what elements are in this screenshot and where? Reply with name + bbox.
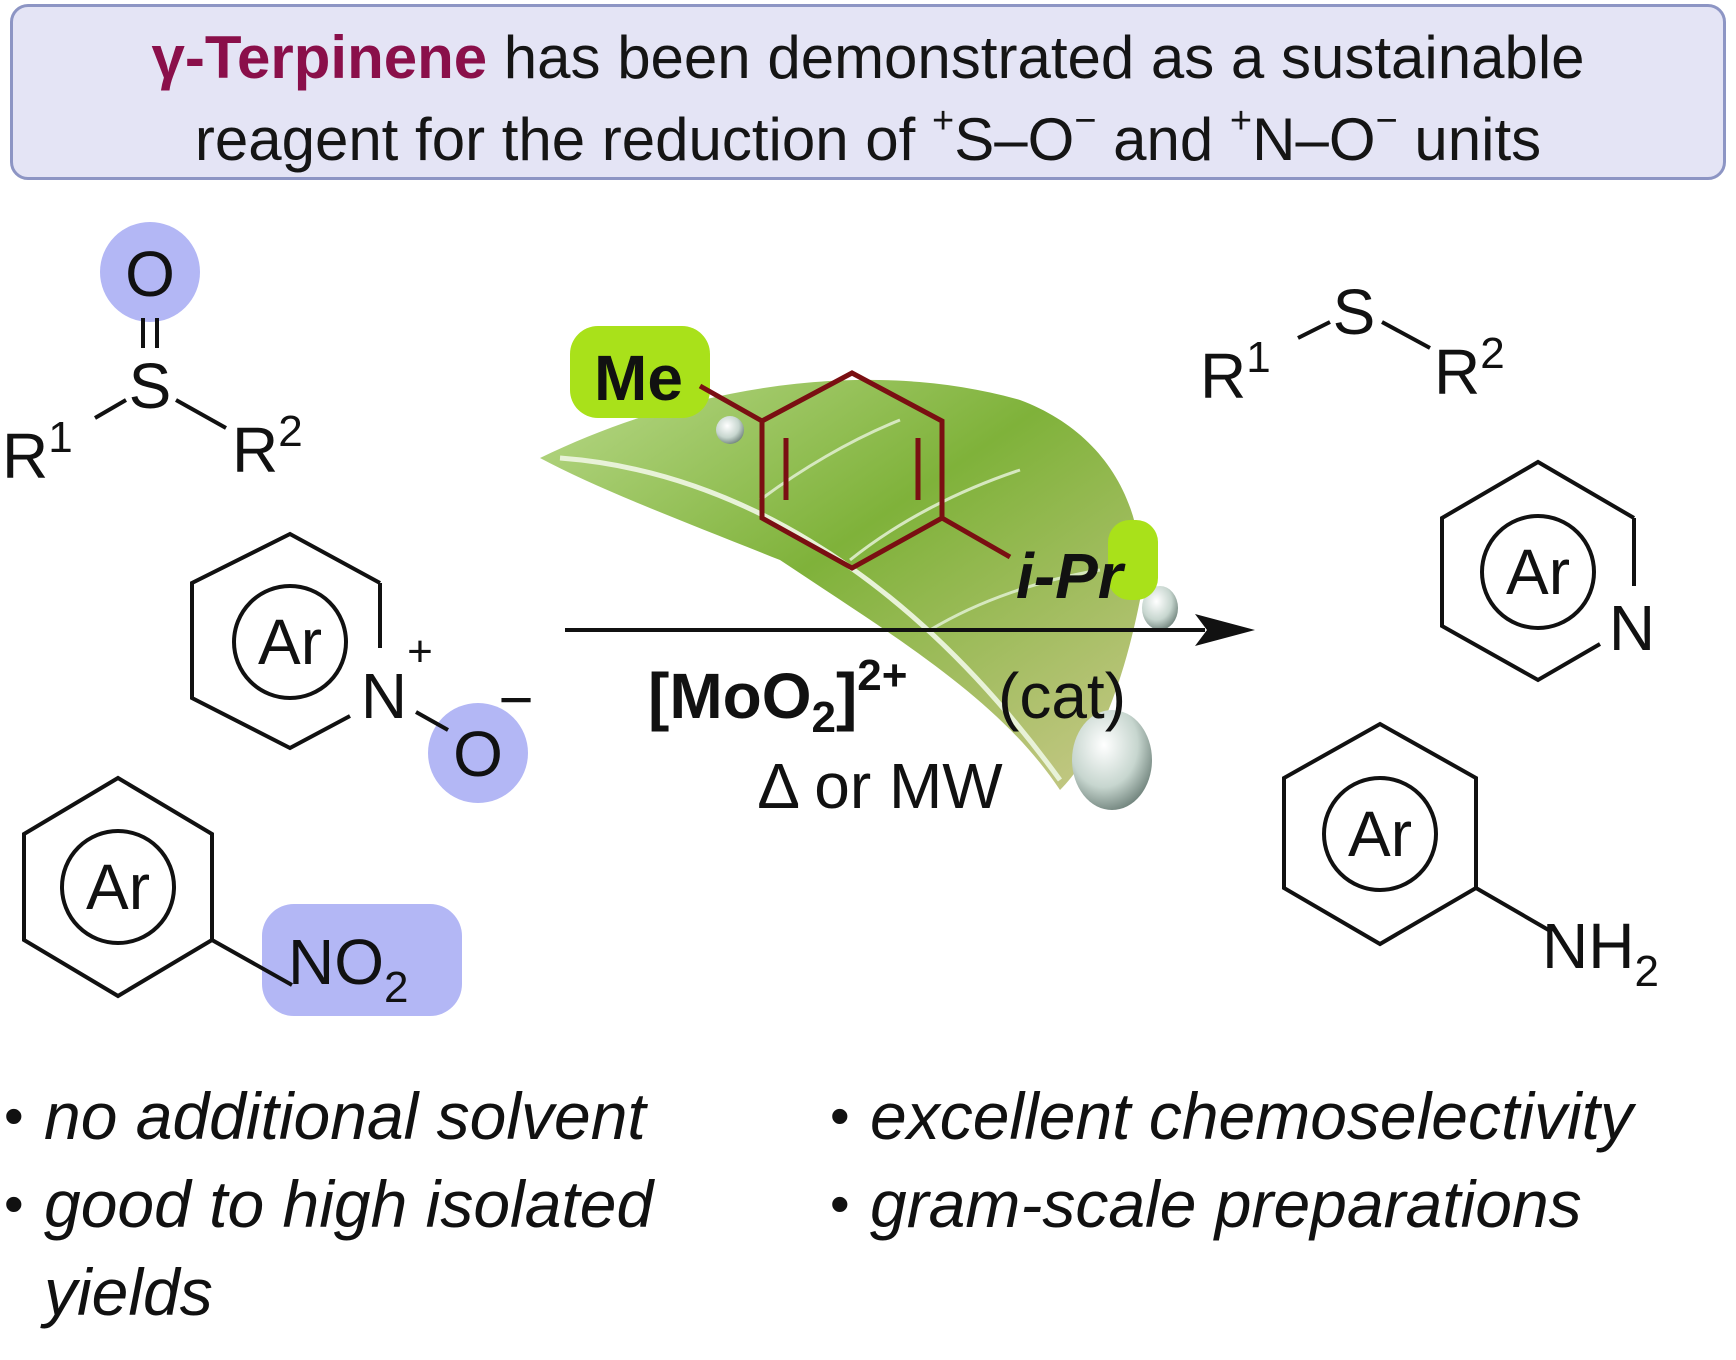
no-minus: −	[1375, 100, 1398, 142]
bullet-item: •good to high isolated yields	[4, 1160, 764, 1336]
sulfide-s: S	[1333, 276, 1376, 348]
sulfoxide-o: O	[125, 238, 175, 310]
nitro-group: NO2	[288, 926, 408, 1012]
heating-conditions: Δ or MW	[757, 750, 1003, 822]
no-plus: +	[1229, 100, 1253, 142]
nitroarene-reactant: Ar NO2	[22, 775, 462, 1016]
sulfide-product: S R1 R2	[1200, 276, 1505, 412]
n-oxide-n: N	[361, 660, 407, 732]
units-word: units	[1414, 106, 1542, 173]
bullet-item: •excellent chemoselectivity	[830, 1072, 1730, 1160]
so-minus: −	[1074, 100, 1097, 142]
so-plus: +	[932, 100, 955, 142]
isopropyl-label: i-Pr	[1016, 540, 1126, 612]
banner-line-1: γ-Terpinene has been demonstrated as a s…	[13, 23, 1723, 93]
bullet-item: •gram-scale preparations	[830, 1160, 1730, 1248]
n-oxide-oxygen-bubble	[428, 703, 528, 803]
sulfoxide-r1: R1	[2, 413, 73, 492]
n-oxide-plus: +	[407, 627, 433, 676]
water-drop-small	[1142, 586, 1178, 630]
bullet-list-right: •excellent chemoselectivity •gram-scale …	[830, 1072, 1730, 1248]
pyridine-product: Ar N	[1440, 459, 1655, 683]
n-oxide-o: O	[453, 718, 503, 790]
pyridine-n: N	[1609, 592, 1655, 664]
banner-line-2-text: reagent for the reduction of	[194, 106, 916, 173]
title-banner: γ-Terpinene has been demonstrated as a s…	[10, 4, 1726, 180]
nitroarene-ar: Ar	[86, 851, 150, 923]
catalytic-label: (cat)	[998, 660, 1126, 732]
sulfoxide-s: S	[129, 350, 172, 422]
banner-line-2: reagent for the reduction of +S–O− and +…	[13, 102, 1723, 175]
aniline-ar: Ar	[1348, 798, 1412, 870]
reaction-arrow	[565, 614, 1255, 646]
bullet-text: excellent chemoselectivity	[870, 1079, 1633, 1153]
water-drop-tiny	[716, 416, 744, 444]
no-unit: N–O	[1252, 106, 1376, 173]
n-oxide-minus: −	[498, 666, 533, 733]
bullet-item: •no additional solvent	[4, 1072, 764, 1160]
bullet-text: gram-scale preparations	[870, 1167, 1582, 1241]
gamma-terpinene-highlight: γ-Terpinene	[151, 24, 488, 91]
pyridine-ar: Ar	[1506, 536, 1570, 608]
sulfoxide-reactant: O S R1 R2	[2, 222, 303, 492]
isopropyl-bubble	[1108, 520, 1158, 600]
sulfide-r2: R2	[1434, 329, 1505, 408]
banner-line-1-text: has been demonstrated as a sustainable	[503, 24, 1585, 91]
n-oxide-ar: Ar	[258, 606, 322, 678]
gamma-terpinene-reagent: Me i-Pr	[570, 326, 1158, 612]
leaf-illustration	[540, 379, 1178, 810]
and-word: and	[1113, 106, 1214, 173]
bullet-text: no additional solvent	[44, 1079, 646, 1153]
methyl-bubble	[570, 326, 710, 418]
amino-group: NH2	[1542, 910, 1659, 996]
bullet-list-left: •no additional solvent •good to high iso…	[4, 1072, 764, 1336]
water-drop-large	[1072, 710, 1152, 810]
bullet-text: good to high isolated yields	[44, 1167, 654, 1329]
sulfoxide-r2: R2	[232, 407, 303, 486]
aniline-product: Ar NH2	[1282, 721, 1659, 996]
sulfoxide-oxygen-bubble	[100, 222, 200, 322]
methyl-label: Me	[594, 342, 683, 414]
catalyst-label: [MoO2]2+	[648, 651, 907, 742]
sulfide-r1: R1	[1200, 333, 1271, 412]
so-unit: S–O	[954, 106, 1075, 173]
nitro-group-bubble	[262, 904, 462, 1016]
n-oxide-reactant: Ar N + O −	[190, 531, 534, 803]
